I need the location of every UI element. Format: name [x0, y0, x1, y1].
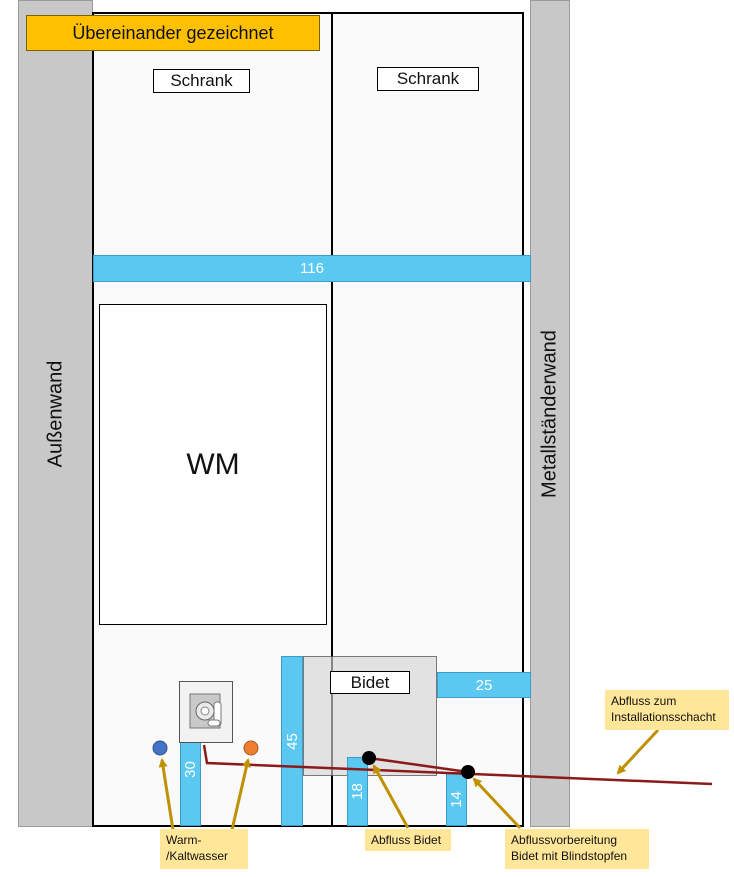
divider-through-bidet — [331, 656, 333, 776]
note-drain-to-shaft: Abfluss zum Installationsschacht — [605, 690, 729, 730]
metal-stud-wall: Metallständerwand — [530, 0, 570, 827]
water-connection-icon — [179, 681, 233, 743]
arrow-cold-water — [158, 758, 175, 831]
measure-116: 116 — [93, 255, 531, 282]
note-drain-preparation: Abflussvorbereitung Bidet mit Blindstopf… — [505, 829, 649, 869]
arrow-shaft — [616, 728, 660, 775]
measure-116-label: 116 — [300, 260, 324, 277]
cold-water-dot — [152, 740, 168, 756]
measure-45: 45 — [281, 656, 303, 826]
drain-line — [202, 744, 713, 786]
cabinet-right-label: Schrank — [377, 67, 479, 91]
hot-water-dot — [243, 740, 259, 756]
measure-18: 18 — [347, 757, 368, 826]
arrow-hot-water — [230, 758, 251, 831]
bidet-label: Bidet — [330, 671, 410, 694]
arrow-prep-drain — [472, 777, 522, 830]
measure-25: 25 — [437, 672, 531, 698]
measure-25-label: 25 — [475, 676, 493, 694]
washing-machine: WM — [99, 304, 327, 625]
bidet-drain-point — [362, 751, 376, 765]
outer-wall: Außenwand — [18, 0, 93, 827]
center-divider — [331, 12, 333, 827]
arrow-bidet-drain — [372, 764, 410, 829]
prep-drain-point — [461, 765, 475, 779]
cabinet-left-label: Schrank — [153, 69, 250, 93]
note-warm-cold-water: Warm- /Kaltwasser — [160, 829, 248, 869]
washing-machine-label: WM — [186, 447, 240, 481]
note-bidet-drain: Abfluss Bidet — [365, 829, 451, 851]
diagram-title: Übereinander gezeichnet — [26, 15, 320, 51]
